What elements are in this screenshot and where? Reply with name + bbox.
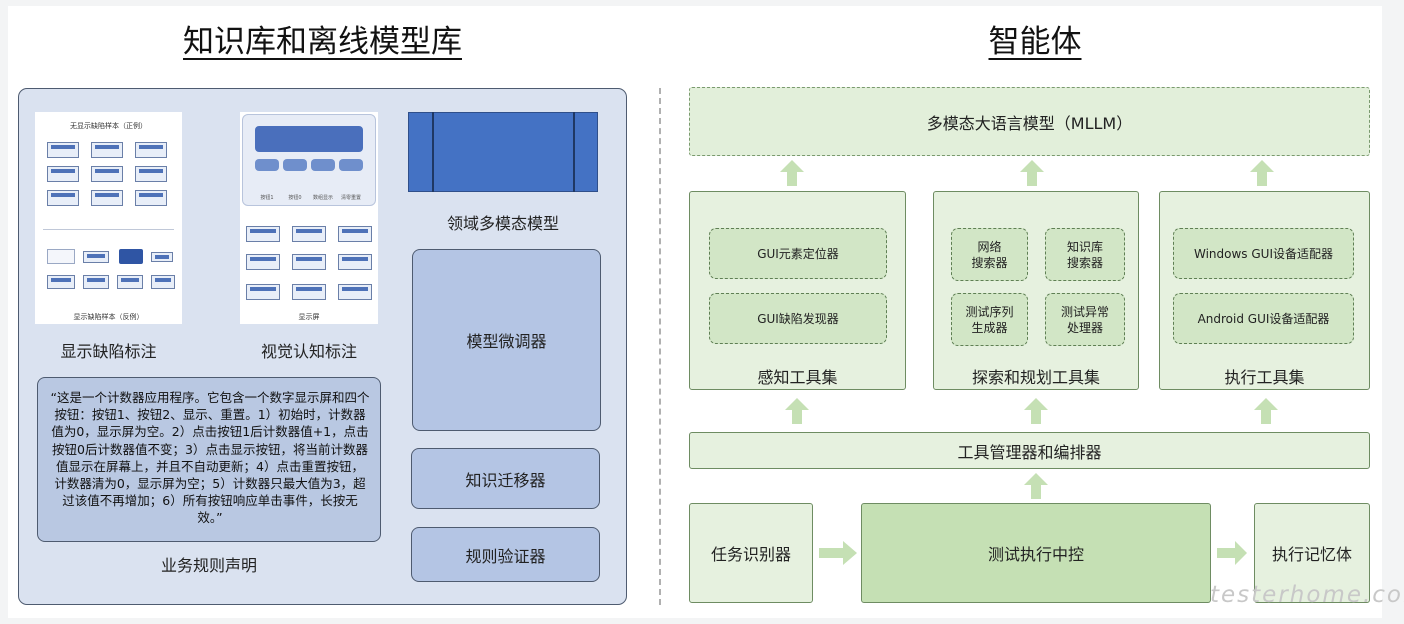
arrow-up-icon <box>1020 160 1044 186</box>
thumb-button-label-4: 清零重置 <box>340 195 361 201</box>
gui-element-locator: GUI元素定位器 <box>709 228 887 279</box>
domain-model-block <box>408 112 598 192</box>
tool-manager-orchestrator: 工具管理器和编排器 <box>689 432 1370 469</box>
web-searcher: 网络 搜索器 <box>951 228 1028 281</box>
business-rule-caption: 业务规则声明 <box>160 556 257 575</box>
arrow-right-icon <box>1217 541 1247 565</box>
model-block-divider-right <box>573 112 575 192</box>
thumb-button-label-2: 按钮0 <box>288 195 302 201</box>
task-recognizer: 任务识别器 <box>689 503 813 603</box>
visual-cognition-thumbnail: 按钮1 按钮0 数组显示 清零重置 显示屏 <box>240 112 378 324</box>
positive-samples-label: 无显示缺陷样本（正例） <box>70 122 147 130</box>
business-rule-statement: “这是一个计数器应用程序。它包含一个数字显示屏和四个按钮：按钮1、按钮2、显示、… <box>37 377 381 542</box>
perception-toolset <box>689 191 906 390</box>
arrow-up-icon <box>1024 473 1048 499</box>
knowledge-searcher: 知识库 搜索器 <box>1045 228 1125 281</box>
explore-plan-toolset-label: 探索和规划工具集 <box>971 368 1100 387</box>
agent-section-title: 智能体 <box>988 24 1082 60</box>
test-execution-controller: 测试执行中控 <box>861 503 1211 603</box>
thumb-button-label-3: 数组显示 <box>312 195 333 201</box>
thumb-button-label-1: 按钮1 <box>260 195 274 201</box>
model-finetuner: 模型微调器 <box>412 249 601 431</box>
arrow-up-icon <box>780 160 804 186</box>
model-block-divider-left <box>432 112 434 192</box>
knowledge-section-title: 知识库和离线模型库 <box>183 24 462 60</box>
execution-toolset-label: 执行工具集 <box>1224 368 1305 387</box>
display-defect-caption: 显示缺陷标注 <box>60 342 157 361</box>
arrow-up-icon <box>1250 160 1274 186</box>
gui-defect-detector: GUI缺陷发现器 <box>709 293 887 344</box>
rule-verifier: 规则验证器 <box>411 527 600 582</box>
perception-toolset-label: 感知工具集 <box>757 368 838 387</box>
watermark: testerhome.com <box>1210 582 1404 608</box>
arrow-up-icon <box>1254 398 1278 424</box>
arrow-up-icon <box>785 398 809 424</box>
domain-model-caption: 领域多模态模型 <box>446 214 559 233</box>
arrow-right-icon <box>819 541 857 565</box>
negative-samples-label: 显示缺陷样本（反例） <box>73 313 144 321</box>
mllm-block: 多模态大语言模型（MLLM） <box>689 87 1370 156</box>
visual-cognition-caption: 视觉认知标注 <box>260 342 357 361</box>
knowledge-transferer: 知识迁移器 <box>411 448 600 509</box>
test-sequence-generator: 测试序列 生成器 <box>951 293 1028 346</box>
execution-toolset <box>1159 191 1370 390</box>
explore-plan-toolset <box>933 191 1139 390</box>
arrow-up-icon <box>1024 398 1048 424</box>
section-divider <box>659 88 661 605</box>
android-gui-adapter: Android GUI设备适配器 <box>1173 293 1354 344</box>
display-screen-label: 显示屏 <box>298 313 320 321</box>
windows-gui-adapter: Windows GUI设备适配器 <box>1173 228 1354 279</box>
execution-memory: 执行记忆体 <box>1254 503 1370 603</box>
test-exception-handler: 测试异常 处理器 <box>1045 293 1125 346</box>
display-defect-thumbnail: 无显示缺陷样本（正例） 显示缺陷样本（反例） <box>35 112 182 324</box>
